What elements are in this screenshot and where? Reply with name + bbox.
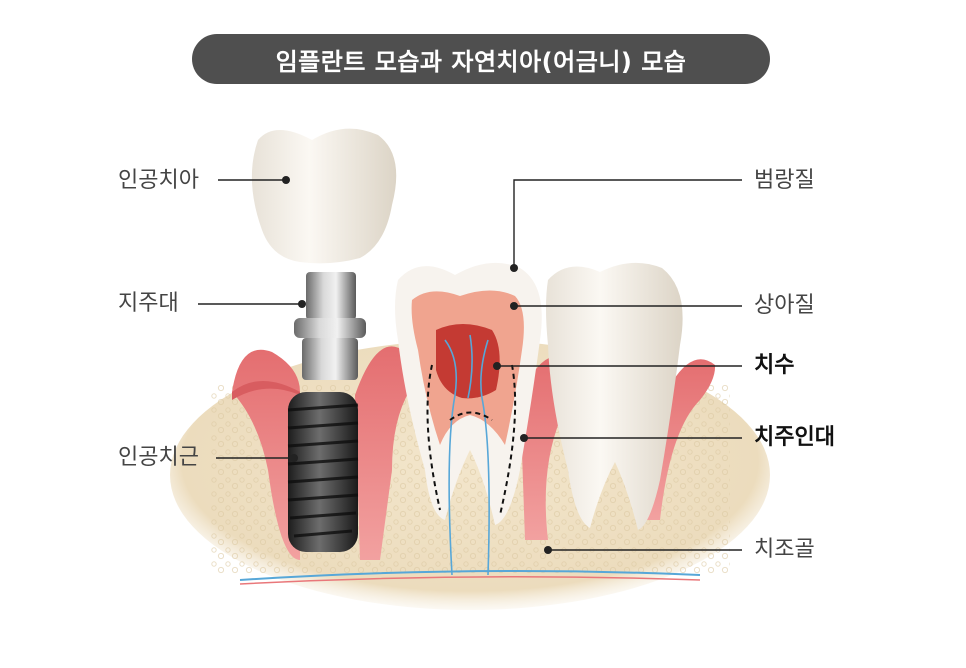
artificial-tooth-shape: [251, 128, 397, 264]
label-dentin: 상아질: [754, 293, 815, 318]
label-periodontal-ligament: 치주인대: [754, 425, 835, 450]
natural-tooth-shape: [395, 262, 542, 576]
title-banner: 임플란트 모습과 자연치아(어금니) 모습: [192, 34, 770, 84]
implant-root-shape: [287, 392, 359, 552]
vessel-line: [239, 576, 701, 585]
label-enamel: 범랑질: [754, 168, 815, 193]
label-abutment: 지주대: [118, 291, 179, 316]
label-alveolar-bone: 치조골: [754, 537, 815, 562]
nerve-line: [239, 570, 701, 581]
leader-lines: [198, 179, 742, 551]
gum-tissue: [232, 346, 716, 560]
label-implant-root: 인공치근: [118, 445, 199, 470]
diagram-title: 임플란트 모습과 자연치아(어금니) 모습: [275, 47, 687, 76]
label-artificial-tooth: 인공치아: [118, 168, 199, 193]
right-molar-shape: [546, 262, 683, 530]
label-pulp: 치수: [754, 353, 795, 378]
leader-dots: [282, 176, 552, 554]
abutment-shape: [294, 272, 366, 380]
